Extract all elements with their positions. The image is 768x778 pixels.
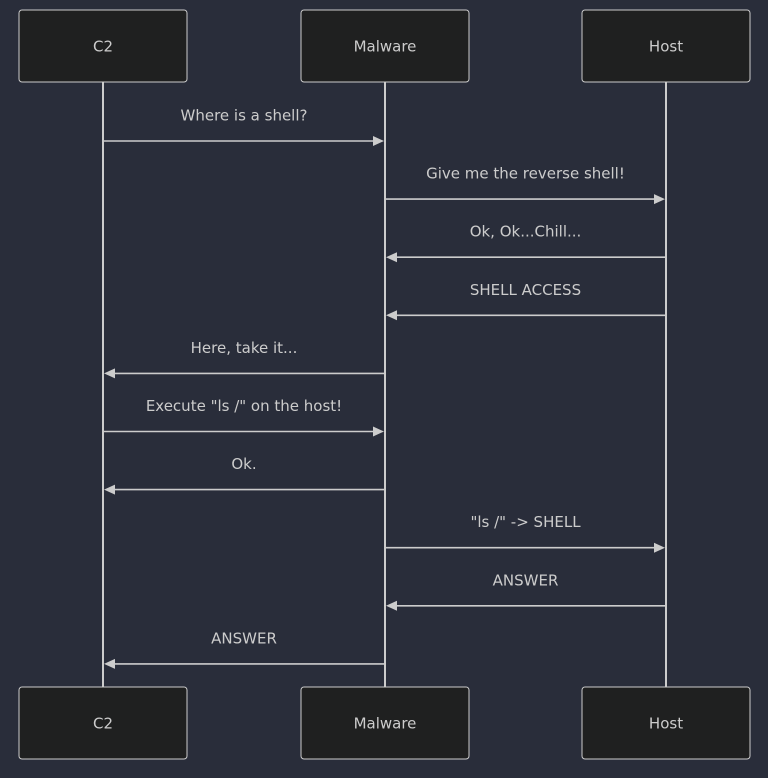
arrowhead-icon	[654, 542, 665, 553]
message-label: SHELL ACCESS	[470, 281, 581, 299]
message: Give me the reverse shell!	[385, 165, 665, 205]
message: Where is a shell?	[103, 107, 384, 146]
actor-box	[18, 9, 188, 83]
arrowhead-icon	[373, 136, 384, 146]
actor-label: Malware	[354, 38, 417, 56]
arrowhead-icon	[386, 252, 397, 263]
actor-box	[581, 9, 751, 83]
actor-label: C2	[93, 38, 113, 56]
actor-box	[300, 9, 470, 83]
arrowhead-icon	[386, 310, 397, 321]
message: "ls /" -> SHELL	[385, 513, 665, 553]
actor-bottom-host[interactable]: Host	[581, 686, 751, 760]
message: SHELL ACCESS	[386, 281, 666, 321]
message: ANSWER	[104, 629, 385, 669]
message-label: "ls /" -> SHELL	[470, 513, 581, 531]
actor-box	[18, 686, 188, 760]
arrowhead-icon	[104, 368, 115, 379]
message-label: Where is a shell?	[181, 107, 308, 125]
actor-box	[300, 686, 470, 760]
actor-top-malware[interactable]: Malware	[300, 9, 470, 83]
message-label: ANSWER	[493, 571, 559, 589]
arrowhead-icon	[386, 600, 397, 611]
actor-label: Malware	[354, 715, 417, 733]
actor-top-c2[interactable]: C2	[18, 9, 188, 83]
message: Here, take it...	[104, 339, 385, 379]
actor-top-host[interactable]: Host	[581, 9, 751, 83]
actor-box	[581, 686, 751, 760]
message-label: Execute "ls /" on the host!	[146, 397, 342, 415]
message-label: Ok.	[231, 455, 256, 473]
actor-bottom-malware[interactable]: Malware	[300, 686, 470, 760]
message-label: ANSWER	[211, 629, 277, 647]
arrowhead-icon	[104, 658, 115, 669]
message-label: Give me the reverse shell!	[426, 165, 625, 183]
message-label: Here, take it...	[191, 339, 298, 357]
message: Ok, Ok...Chill...	[386, 223, 666, 263]
actor-label: Host	[649, 715, 683, 733]
message: ANSWER	[386, 571, 666, 611]
message: Ok.	[104, 455, 385, 495]
message-label: Ok, Ok...Chill...	[470, 223, 582, 241]
actor-label: C2	[93, 715, 113, 733]
message: Execute "ls /" on the host!	[103, 397, 384, 437]
arrowhead-icon	[373, 426, 384, 437]
arrowhead-icon	[654, 194, 665, 205]
arrowhead-icon	[104, 484, 115, 495]
actor-label: Host	[649, 38, 683, 56]
actor-bottom-c2[interactable]: C2	[18, 686, 188, 760]
